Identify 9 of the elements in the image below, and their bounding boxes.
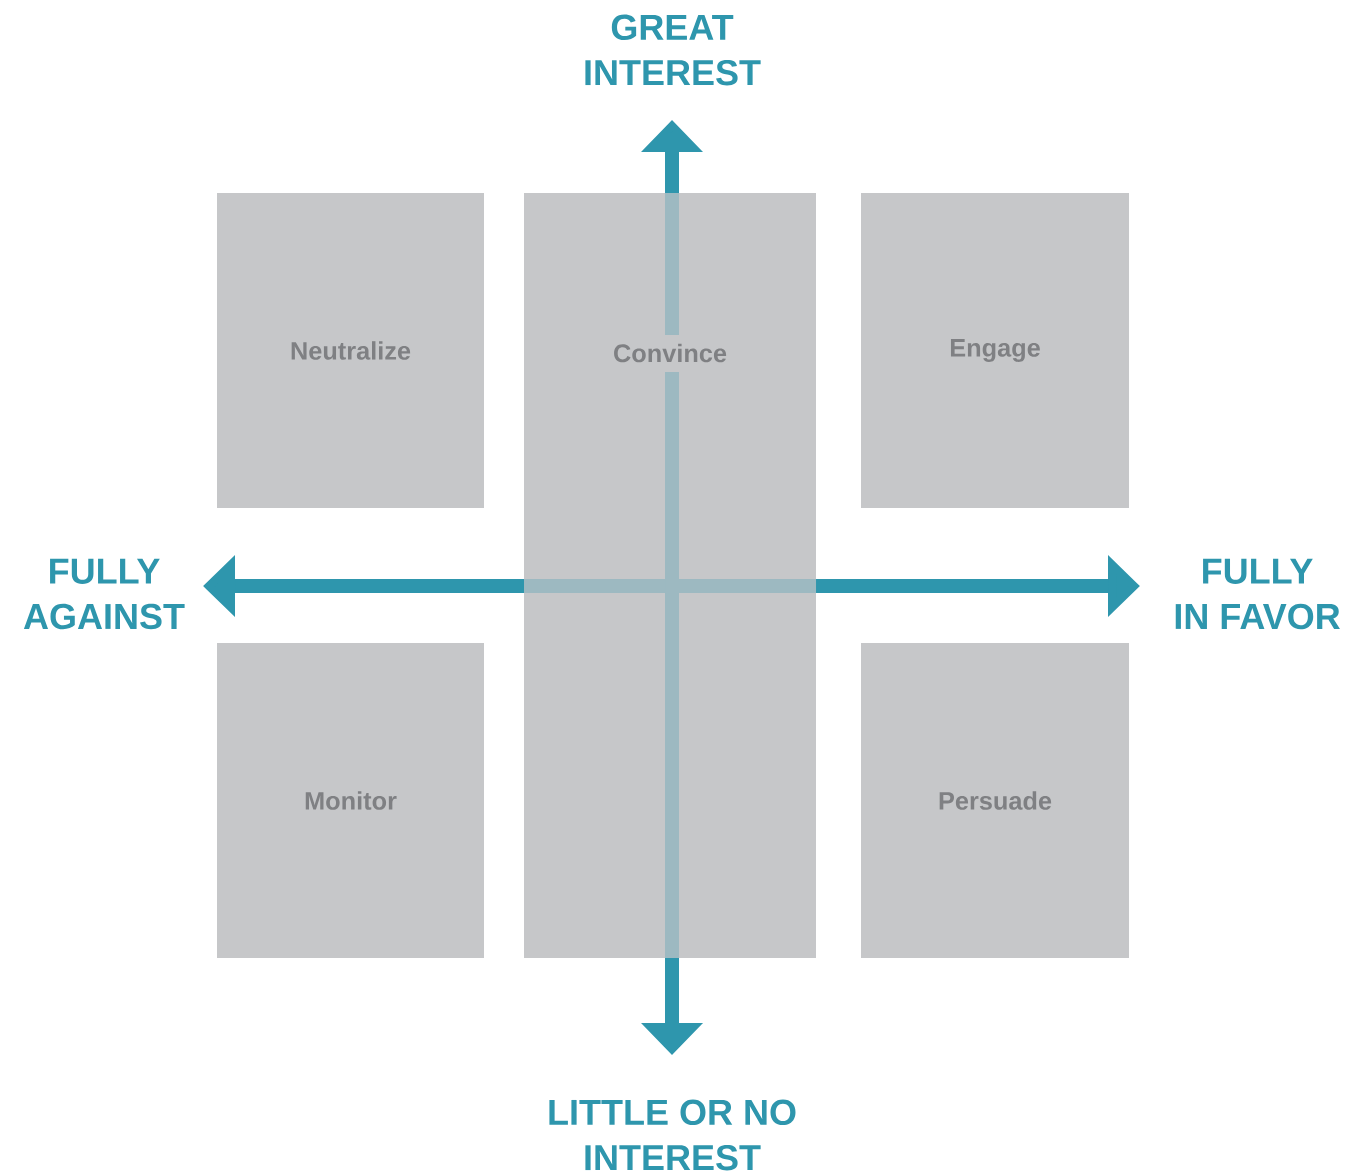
process-box: Convince (524, 193, 816, 958)
axis-label: LITTLE OR NO INTEREST (549, 1099, 796, 1171)
process-box: Neutralize (217, 193, 484, 508)
process-box: Engage (861, 193, 1129, 508)
axis-label: GREAT INTEREST (585, 14, 761, 86)
process-box: Persuade (861, 643, 1129, 958)
process-box: Monitor (217, 643, 484, 958)
axis-label: FULLY IN FAVOR (1175, 558, 1340, 630)
axis-label: FULLY AGAINST (23, 558, 185, 630)
